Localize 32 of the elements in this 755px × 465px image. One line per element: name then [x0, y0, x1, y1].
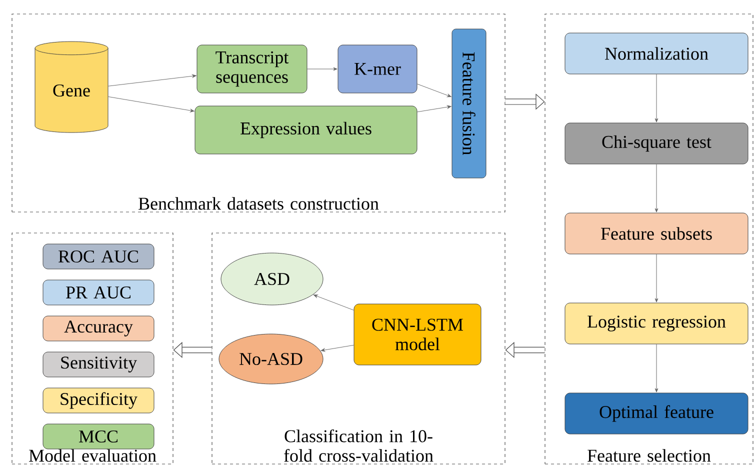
- metric-box: MCC: [42, 424, 154, 450]
- arrow: [108, 96, 194, 112]
- metric-box: Specificity: [42, 388, 154, 414]
- process-box: Feature fusion: [452, 28, 486, 178]
- metric-box: PR AUC: [42, 280, 154, 306]
- arrow: [654, 344, 658, 392]
- arrow: [654, 164, 658, 212]
- group-caption: Classification in 10-fold cross-validation: [284, 429, 434, 462]
- process-box: Optimal feature: [564, 392, 748, 434]
- group-caption: Feature selection: [588, 449, 711, 462]
- arrow: [654, 74, 658, 122]
- arrow: [307, 67, 338, 71]
- arrow: [320, 344, 354, 352]
- process-box: Feature subsets: [564, 212, 748, 254]
- process-box: K-mer: [338, 44, 418, 94]
- process-box: Transcript sequences: [196, 44, 308, 94]
- process-box: Normalization: [564, 32, 748, 74]
- process-box: Chi-square test: [564, 122, 748, 164]
- arrow: [417, 84, 452, 98]
- process-box: Expression values: [194, 106, 418, 154]
- group-caption: Model evaluation: [29, 449, 156, 462]
- arrow: [654, 254, 658, 302]
- process-box: Logistic regression: [564, 302, 748, 344]
- arrow: [313, 294, 354, 310]
- arrow: [417, 105, 452, 112]
- database-cylinder: Gene: [34, 41, 108, 133]
- arrow: [108, 74, 196, 86]
- group-caption: Benchmark datasets construction: [138, 197, 379, 210]
- metric-box: Sensitivity: [42, 352, 154, 378]
- metric-box: ROC AUC: [42, 244, 154, 270]
- metric-box: Accuracy: [42, 316, 154, 342]
- process-box: CNN-LSTM model: [354, 304, 482, 366]
